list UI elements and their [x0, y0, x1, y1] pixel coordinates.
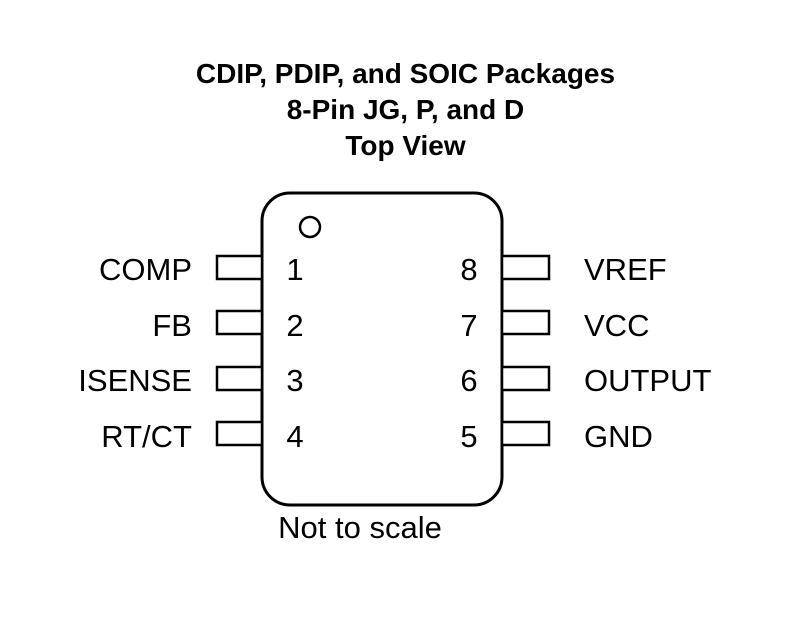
pin-name-gnd: GND [584, 419, 653, 454]
pin-number-1: 1 [286, 252, 303, 287]
pin-stub-7 [500, 309, 551, 336]
not-to-scale-note: Not to scale [278, 510, 442, 545]
pin-number-7: 7 [460, 308, 477, 343]
pin-name-vcc: VCC [584, 308, 649, 343]
pin-name-fb: FB [152, 308, 192, 343]
pin-stub-1 [215, 254, 264, 281]
pin-name-vref: VREF [584, 252, 667, 287]
pin-stub-8 [500, 254, 551, 281]
title-line-1: CDIP, PDIP, and SOIC Packages [195, 58, 616, 89]
title-line-3: Top View [345, 130, 466, 161]
pin-name-output: OUTPUT [584, 363, 712, 398]
pin-number-2: 2 [286, 308, 303, 343]
pin-number-8: 8 [460, 252, 477, 287]
pin-stub-2 [215, 309, 264, 336]
pin-number-5: 5 [460, 419, 477, 454]
pin-name-rtct: RT/CT [101, 419, 192, 454]
pin-stub-3 [215, 365, 264, 392]
ic-body [260, 191, 504, 507]
diagram-title: CDIP, PDIP, and SOIC Packages 8-Pin JG, … [0, 56, 811, 164]
pin-name-comp: COMP [99, 252, 192, 287]
pin-name-isense: ISENSE [78, 363, 192, 398]
pin-stub-6 [500, 365, 551, 392]
pin1-indicator-dot [298, 215, 322, 239]
pin-stub-4 [215, 420, 264, 447]
pin-number-4: 4 [286, 419, 303, 454]
pin-number-3: 3 [286, 363, 303, 398]
pin-number-6: 6 [460, 363, 477, 398]
pin-stub-5 [500, 420, 551, 447]
title-line-2: 8-Pin JG, P, and D [286, 94, 525, 125]
